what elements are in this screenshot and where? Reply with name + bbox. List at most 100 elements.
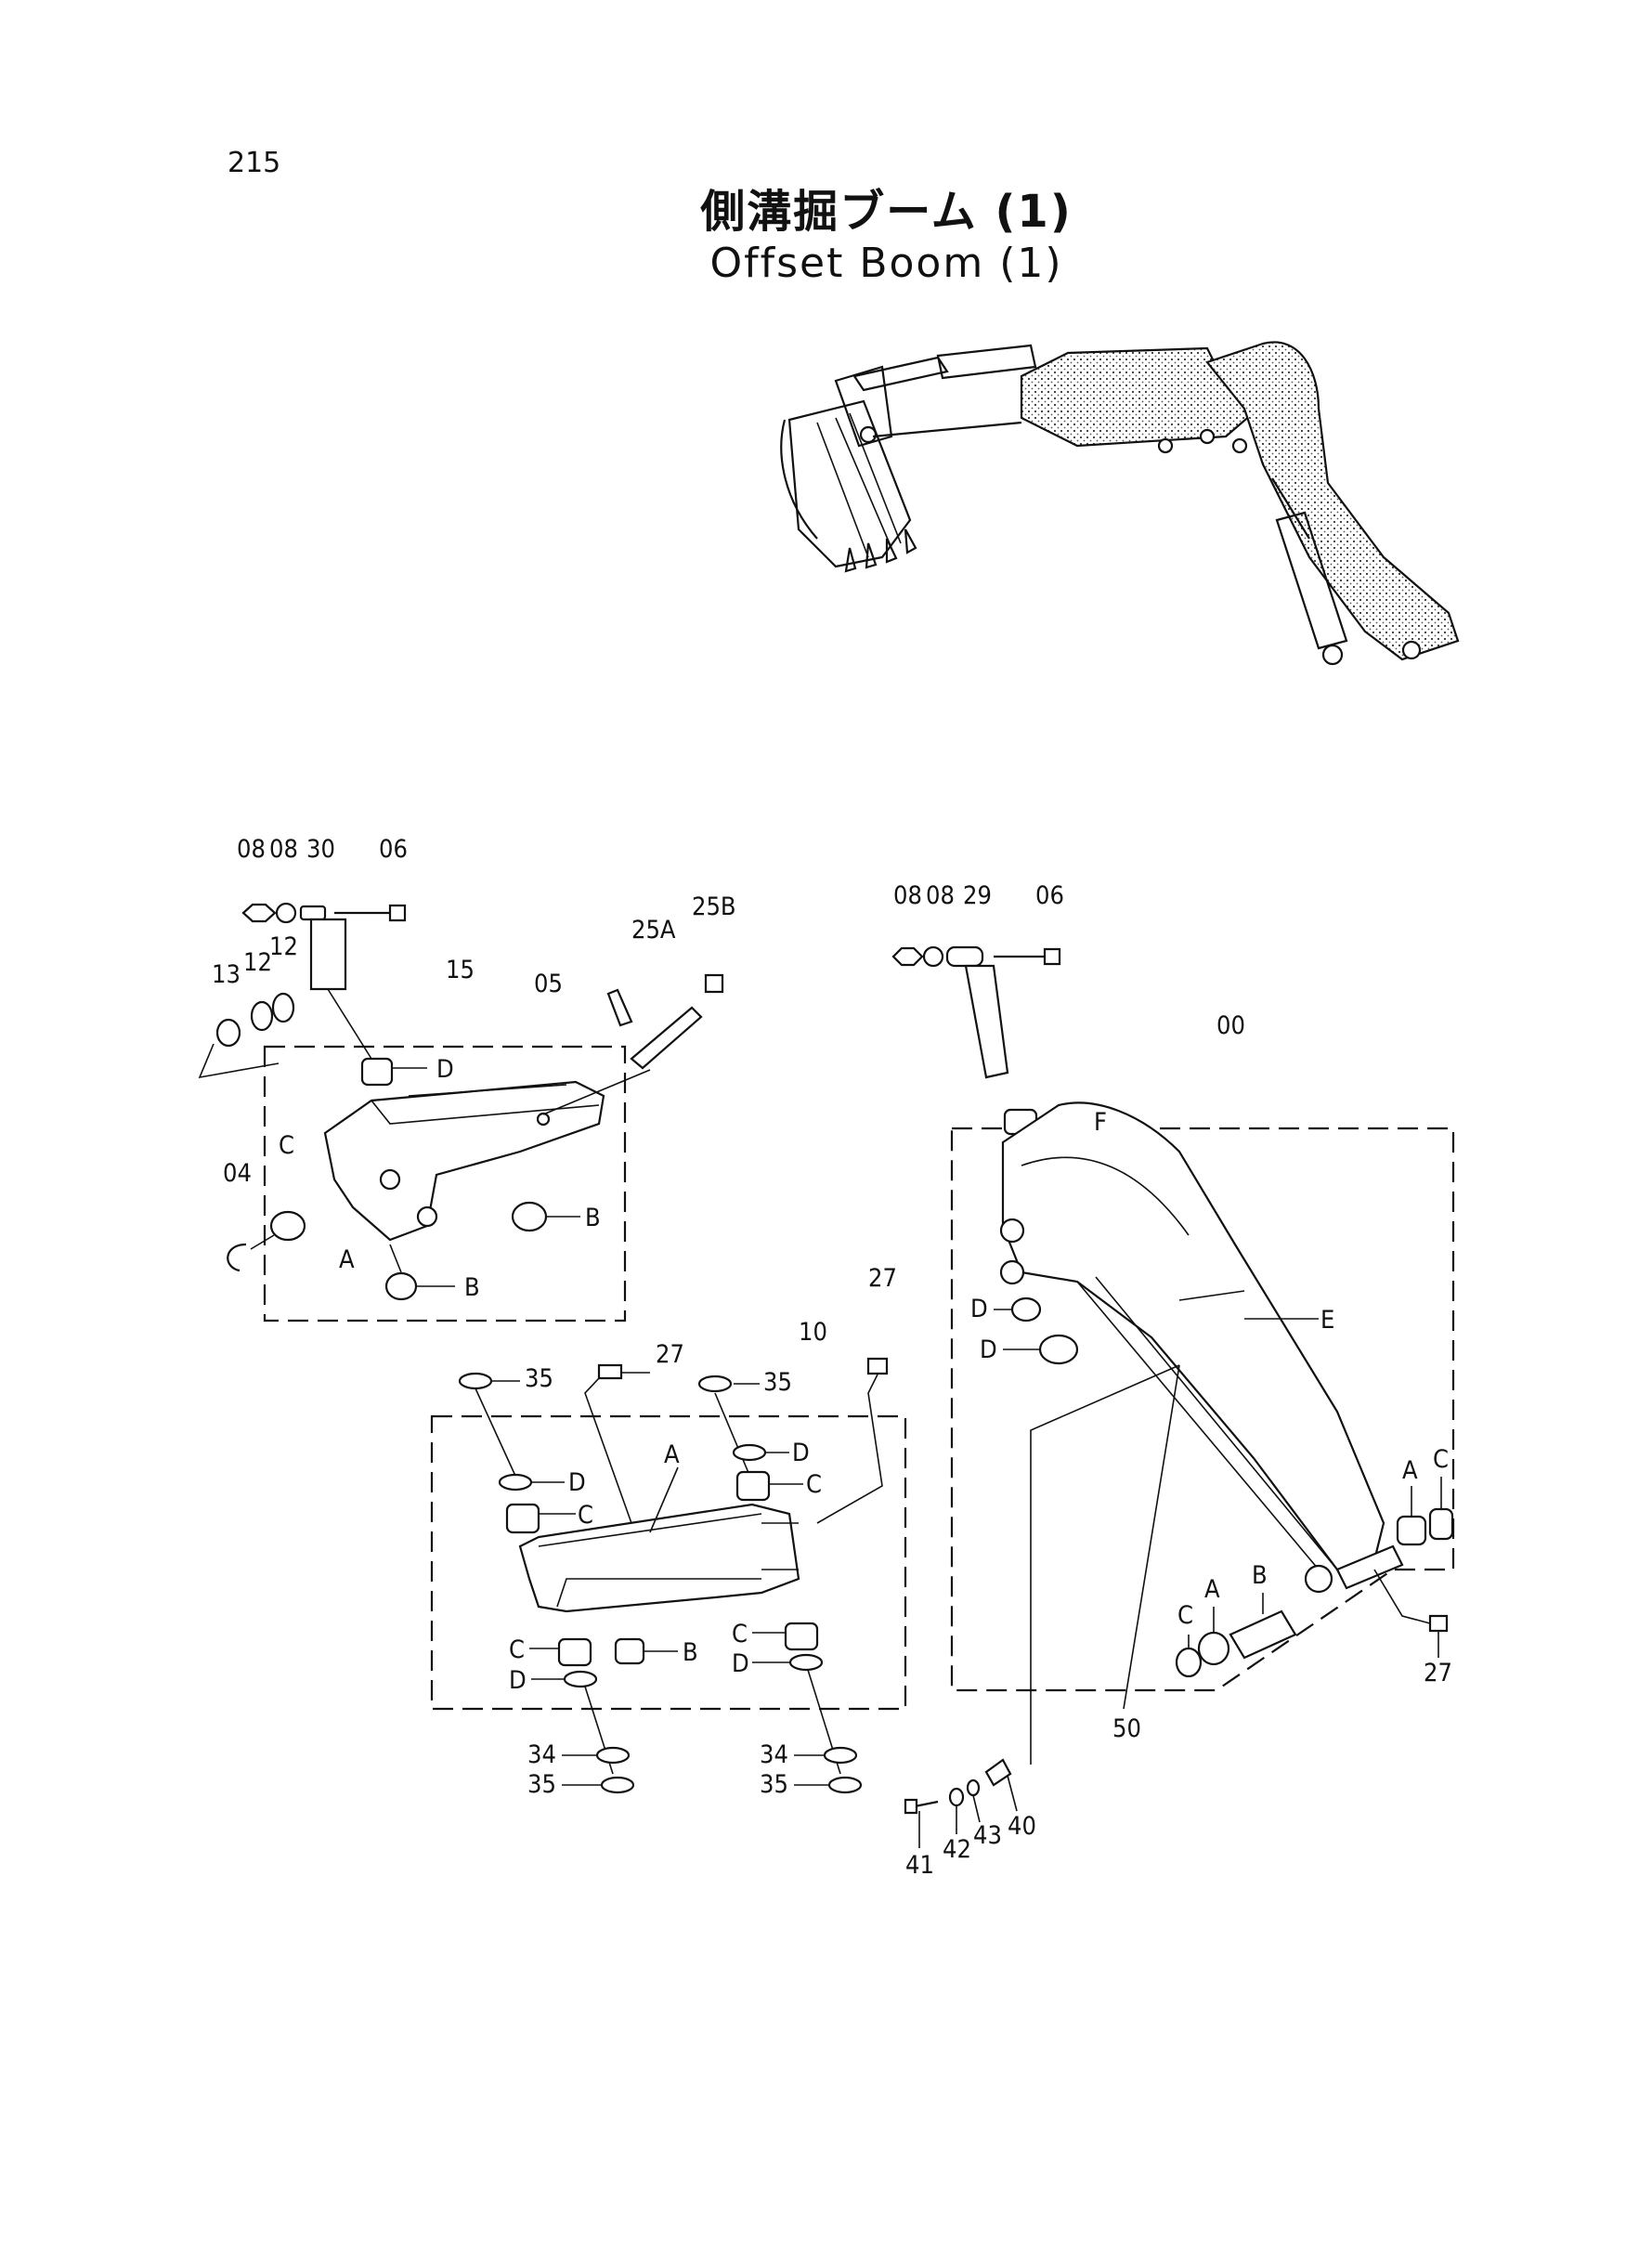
hardware-row-left [241, 902, 407, 924]
leader-04 [250, 1234, 275, 1250]
leader-washers [198, 1043, 280, 1079]
callout-D: D [568, 1468, 586, 1497]
callout-labels: 08 08 30 06 13 12 12 15 05 25A 25B 04 C … [212, 835, 1452, 1880]
bolt-06-head [1043, 947, 1061, 966]
bucket-link [834, 365, 893, 448]
leader-50 [1030, 1364, 1180, 1765]
callout-A: A [1204, 1575, 1220, 1604]
leader-AC [1411, 1477, 1442, 1517]
leader-25A [542, 1069, 651, 1115]
boom-foot-pin [1401, 640, 1422, 660]
callout-10: 10 [799, 1318, 827, 1347]
leader-27-top [816, 1374, 883, 1524]
foot-pin [1335, 1544, 1404, 1590]
pin-30 [309, 918, 347, 991]
bush-C-lower [784, 1622, 819, 1651]
grease-fitting-27 [1428, 1614, 1449, 1633]
pin-29 [964, 964, 1009, 1079]
callout-D: D [509, 1666, 527, 1695]
snap-ring-04 [227, 1243, 247, 1272]
callout-34: 34 [527, 1740, 556, 1769]
callout-12: 12 [269, 932, 298, 961]
callout-27: 27 [1424, 1659, 1452, 1687]
spacer-30-top [299, 905, 327, 921]
leaders-clip [918, 1775, 1018, 1848]
callout-D: D [732, 1649, 749, 1678]
leader-A [649, 1466, 679, 1533]
bucket-ribs [816, 412, 902, 558]
callout-A: A [664, 1440, 680, 1469]
washer-43 [966, 1778, 981, 1797]
callout-04: 04 [223, 1159, 252, 1188]
washer-35 [827, 1776, 863, 1794]
callout-B: B [464, 1273, 480, 1302]
boom-foot-bore [1304, 1564, 1333, 1594]
callout-D: D [436, 1055, 454, 1084]
bush-D [360, 1057, 394, 1087]
boom-bracket [1178, 1290, 1245, 1301]
washer-35 [458, 1372, 493, 1390]
bush-D [1038, 1334, 1079, 1365]
link-edges [538, 1513, 762, 1608]
callout-35: 35 [763, 1368, 792, 1397]
bracket-15 [323, 1080, 605, 1242]
bush-B [511, 1201, 548, 1232]
callout-25B: 25B [692, 892, 736, 921]
group-10-boundary [430, 1414, 907, 1711]
washer-35 [697, 1375, 733, 1393]
shim-D [498, 1473, 533, 1492]
grease-fitting-27-top [866, 1357, 889, 1375]
bush-C [735, 1470, 771, 1502]
callout-08: 08 [269, 835, 298, 864]
bush-D [1010, 1296, 1042, 1322]
leader-pin-30 [327, 988, 372, 1060]
group-10-link [430, 1357, 907, 1794]
bush-C-lower [1175, 1647, 1203, 1678]
callout-41: 41 [905, 1851, 934, 1880]
bolt-06-head [388, 904, 407, 922]
arm-bolt [1199, 428, 1216, 445]
leader-27 [1373, 1569, 1431, 1624]
axis-right-upper [714, 1392, 755, 1487]
callout-06: 06 [379, 835, 408, 864]
bracket-bore [379, 1168, 401, 1191]
boom-pin-lug [999, 1218, 1025, 1244]
callout-F: F [1094, 1108, 1107, 1137]
callout-08: 08 [926, 881, 955, 910]
bucket-teeth [844, 528, 917, 573]
callout-D: D [970, 1295, 988, 1323]
link-10 [518, 1503, 800, 1613]
page-number: 215 [228, 147, 281, 179]
nut-08 [241, 903, 277, 923]
callout-C: C [509, 1635, 525, 1664]
callout-06: 06 [1035, 881, 1064, 910]
hydraulic-lines [1076, 1276, 1338, 1570]
callout-15: 15 [446, 956, 475, 984]
washer-12 [271, 992, 295, 1023]
bush-A [1396, 1515, 1427, 1546]
axis-left-upper [475, 1388, 521, 1487]
clip-40 [984, 1758, 1012, 1787]
boom [1205, 341, 1460, 661]
callout-D: D [980, 1335, 997, 1364]
shim-D-lower [788, 1653, 824, 1672]
callout-27: 27 [656, 1340, 684, 1369]
bucket-cylinder-rod [852, 356, 949, 392]
bush-C [1428, 1507, 1454, 1541]
group-15-bracket [198, 902, 724, 1322]
pin-29-head [945, 945, 984, 968]
leader-bush-lower [389, 1244, 402, 1273]
bush-C [505, 1503, 540, 1534]
pin-25A [630, 1006, 703, 1070]
nut-08 [891, 946, 924, 967]
callout-00: 00 [1216, 1011, 1245, 1040]
grease-hole [536, 1112, 551, 1127]
bracket-slot [408, 1084, 567, 1097]
callout-08: 08 [237, 835, 266, 864]
bucket-cylinder-barrel [936, 344, 1037, 380]
callout-25A: 25A [631, 916, 676, 945]
shim-D-lower [563, 1670, 598, 1688]
group-15-boundary [263, 1045, 627, 1322]
callout-D: D [792, 1439, 810, 1467]
callout-C: C [578, 1501, 593, 1530]
